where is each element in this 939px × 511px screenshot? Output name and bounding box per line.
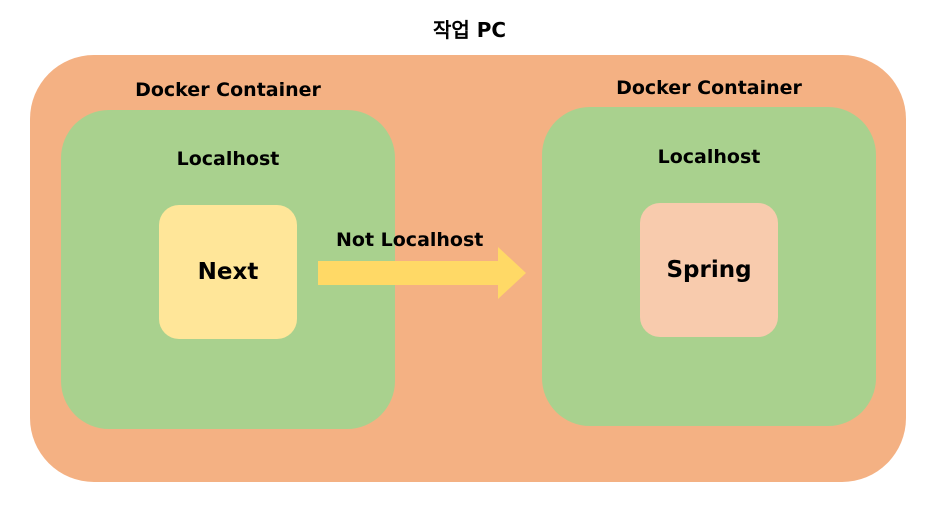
spring-app-box: Spring (640, 203, 778, 337)
spring-app-label: Spring (666, 257, 752, 283)
left-localhost-label: Localhost (176, 148, 280, 170)
right-container-label: Docker Container (616, 77, 802, 99)
right-arrow-icon (318, 247, 526, 299)
next-app-box: Next (159, 205, 297, 339)
left-container-label: Docker Container (135, 79, 321, 101)
next-app-label: Next (197, 259, 259, 285)
diagram-title: 작업 PC (432, 18, 507, 42)
right-localhost-label: Localhost (657, 146, 761, 168)
connection-label: Not Localhost (336, 229, 484, 251)
